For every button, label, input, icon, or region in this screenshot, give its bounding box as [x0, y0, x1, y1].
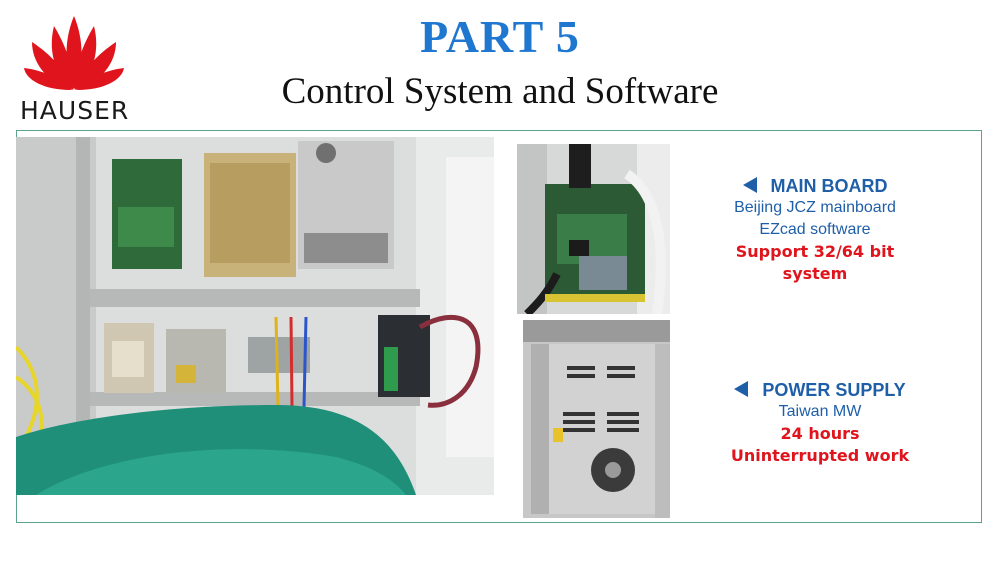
main-board-line-1: Beijing JCZ mainboard	[734, 199, 896, 216]
main-board-highlight-2: system	[782, 264, 848, 283]
triangle-left-icon	[742, 177, 757, 193]
main-board-highlight-1: Support 32/64 bit	[735, 242, 895, 261]
power-supply-highlight-2: Uninterrupted work	[730, 446, 910, 465]
power-supply-heading: POWER SUPPLY	[762, 380, 906, 400]
mainboard-photo	[517, 144, 670, 314]
hauser-logo: HAUSER	[14, 12, 134, 125]
main-board-line-2: EZcad software	[759, 221, 871, 238]
part-title: PART 5	[420, 11, 580, 62]
main-board-heading: MAIN BOARD	[770, 176, 888, 196]
section-subtitle: Control System and Software	[281, 71, 719, 112]
cabinet-photo	[16, 137, 494, 495]
lotus-icon	[24, 16, 124, 90]
triangle-left-icon	[734, 381, 749, 397]
power-supply-photo	[523, 320, 670, 518]
main-board-heading-row: MAIN BOARD	[700, 176, 930, 197]
power-supply-line-1: Taiwan MW	[778, 403, 862, 420]
power-supply-spec: POWER SUPPLY Taiwan MW 24 hours Uninterr…	[700, 380, 940, 467]
power-supply-highlight-1: 24 hours	[780, 424, 860, 443]
main-board-spec: MAIN BOARD Beijing JCZ mainboard EZcad s…	[700, 176, 930, 285]
power-supply-heading-row: POWER SUPPLY	[700, 380, 940, 401]
logo-text: HAUSER	[20, 96, 130, 125]
